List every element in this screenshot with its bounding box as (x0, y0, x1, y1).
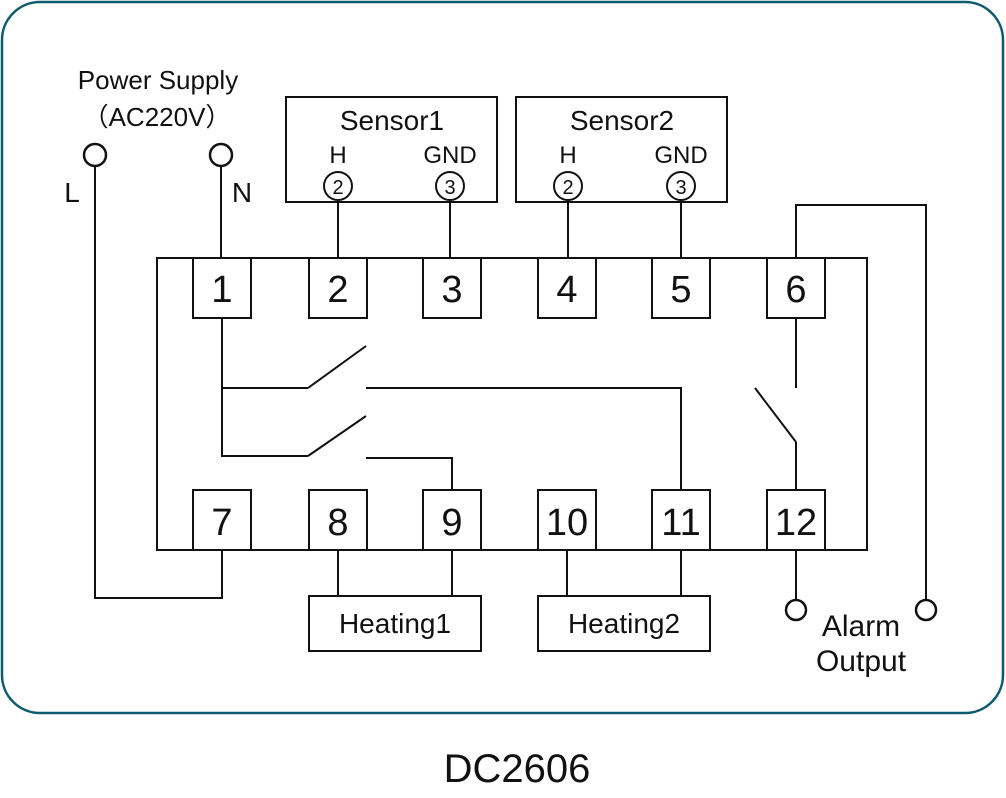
terminal-1-box (192, 257, 252, 319)
sensor1-h-pin: 2 (332, 177, 343, 199)
neutral-label: N (232, 177, 252, 208)
terminal-5-label: 5 (670, 269, 691, 311)
sensor2-gnd-pin: 3 (675, 177, 686, 199)
wiring (94, 166, 927, 600)
terminal-9-box (422, 489, 482, 551)
sensor1-gnd-label: GND (423, 142, 476, 169)
sensor2-h-pin: 2 (562, 177, 573, 199)
terminal-8-label: 8 (327, 502, 348, 544)
sensor2-h-label: H (559, 142, 576, 169)
terminal-row-bottom: 7 8 9 10 11 12 (192, 489, 826, 551)
terminal-10-box (537, 489, 597, 551)
live-label: L (64, 177, 80, 208)
terminal-row-top: 1 2 3 4 5 6 (192, 257, 826, 319)
neutral-terminal-circle (208, 142, 234, 168)
controller-body (156, 257, 868, 551)
power-supply-title: Power Supply (78, 65, 238, 95)
terminal-10-label: 10 (546, 502, 588, 544)
terminal-12-box (766, 489, 826, 551)
alarm-label-line1: Alarm (822, 610, 900, 643)
sensor2-gnd-label: GND (654, 142, 707, 169)
alarm-left-terminal-circle (784, 598, 808, 622)
terminal-7-label: 7 (211, 502, 232, 544)
model-name: DC2606 (444, 747, 591, 791)
terminal-2-label: 2 (327, 269, 348, 311)
terminal-11-label: 11 (661, 502, 700, 544)
terminal-11-box (651, 489, 711, 551)
terminal-5-box (651, 257, 711, 319)
heating2-label: Heating2 (568, 608, 680, 639)
sensor1-title: Sensor1 (340, 105, 444, 136)
terminal-4-box (537, 257, 597, 319)
terminal-2-box (308, 257, 368, 319)
terminal-3-label: 3 (441, 269, 462, 311)
live-terminal-circle (82, 142, 108, 168)
terminal-3-box (422, 257, 482, 319)
heating2-box (537, 595, 711, 652)
terminal-4-label: 4 (556, 269, 577, 311)
outer-frame (0, 0, 1005, 715)
terminal-8-box (308, 489, 368, 551)
power-supply-voltage: （AC220V） (83, 102, 232, 132)
heating1-label: Heating1 (339, 608, 451, 639)
alarm-label-line2: Output (816, 645, 907, 678)
terminal-12-label: 12 (775, 502, 817, 544)
terminal-6-label: 6 (785, 269, 806, 311)
terminal-1-label: 1 (211, 269, 232, 311)
sensor2-title: Sensor2 (570, 105, 674, 136)
heating1-box (308, 595, 482, 652)
terminal-9-label: 9 (441, 502, 462, 544)
sensor1-gnd-pin: 3 (444, 177, 455, 199)
alarm-right-terminal-circle (914, 598, 938, 622)
terminal-6-box (766, 257, 826, 319)
sensor1-h-label: H (329, 142, 346, 169)
terminal-7-box (192, 489, 252, 551)
